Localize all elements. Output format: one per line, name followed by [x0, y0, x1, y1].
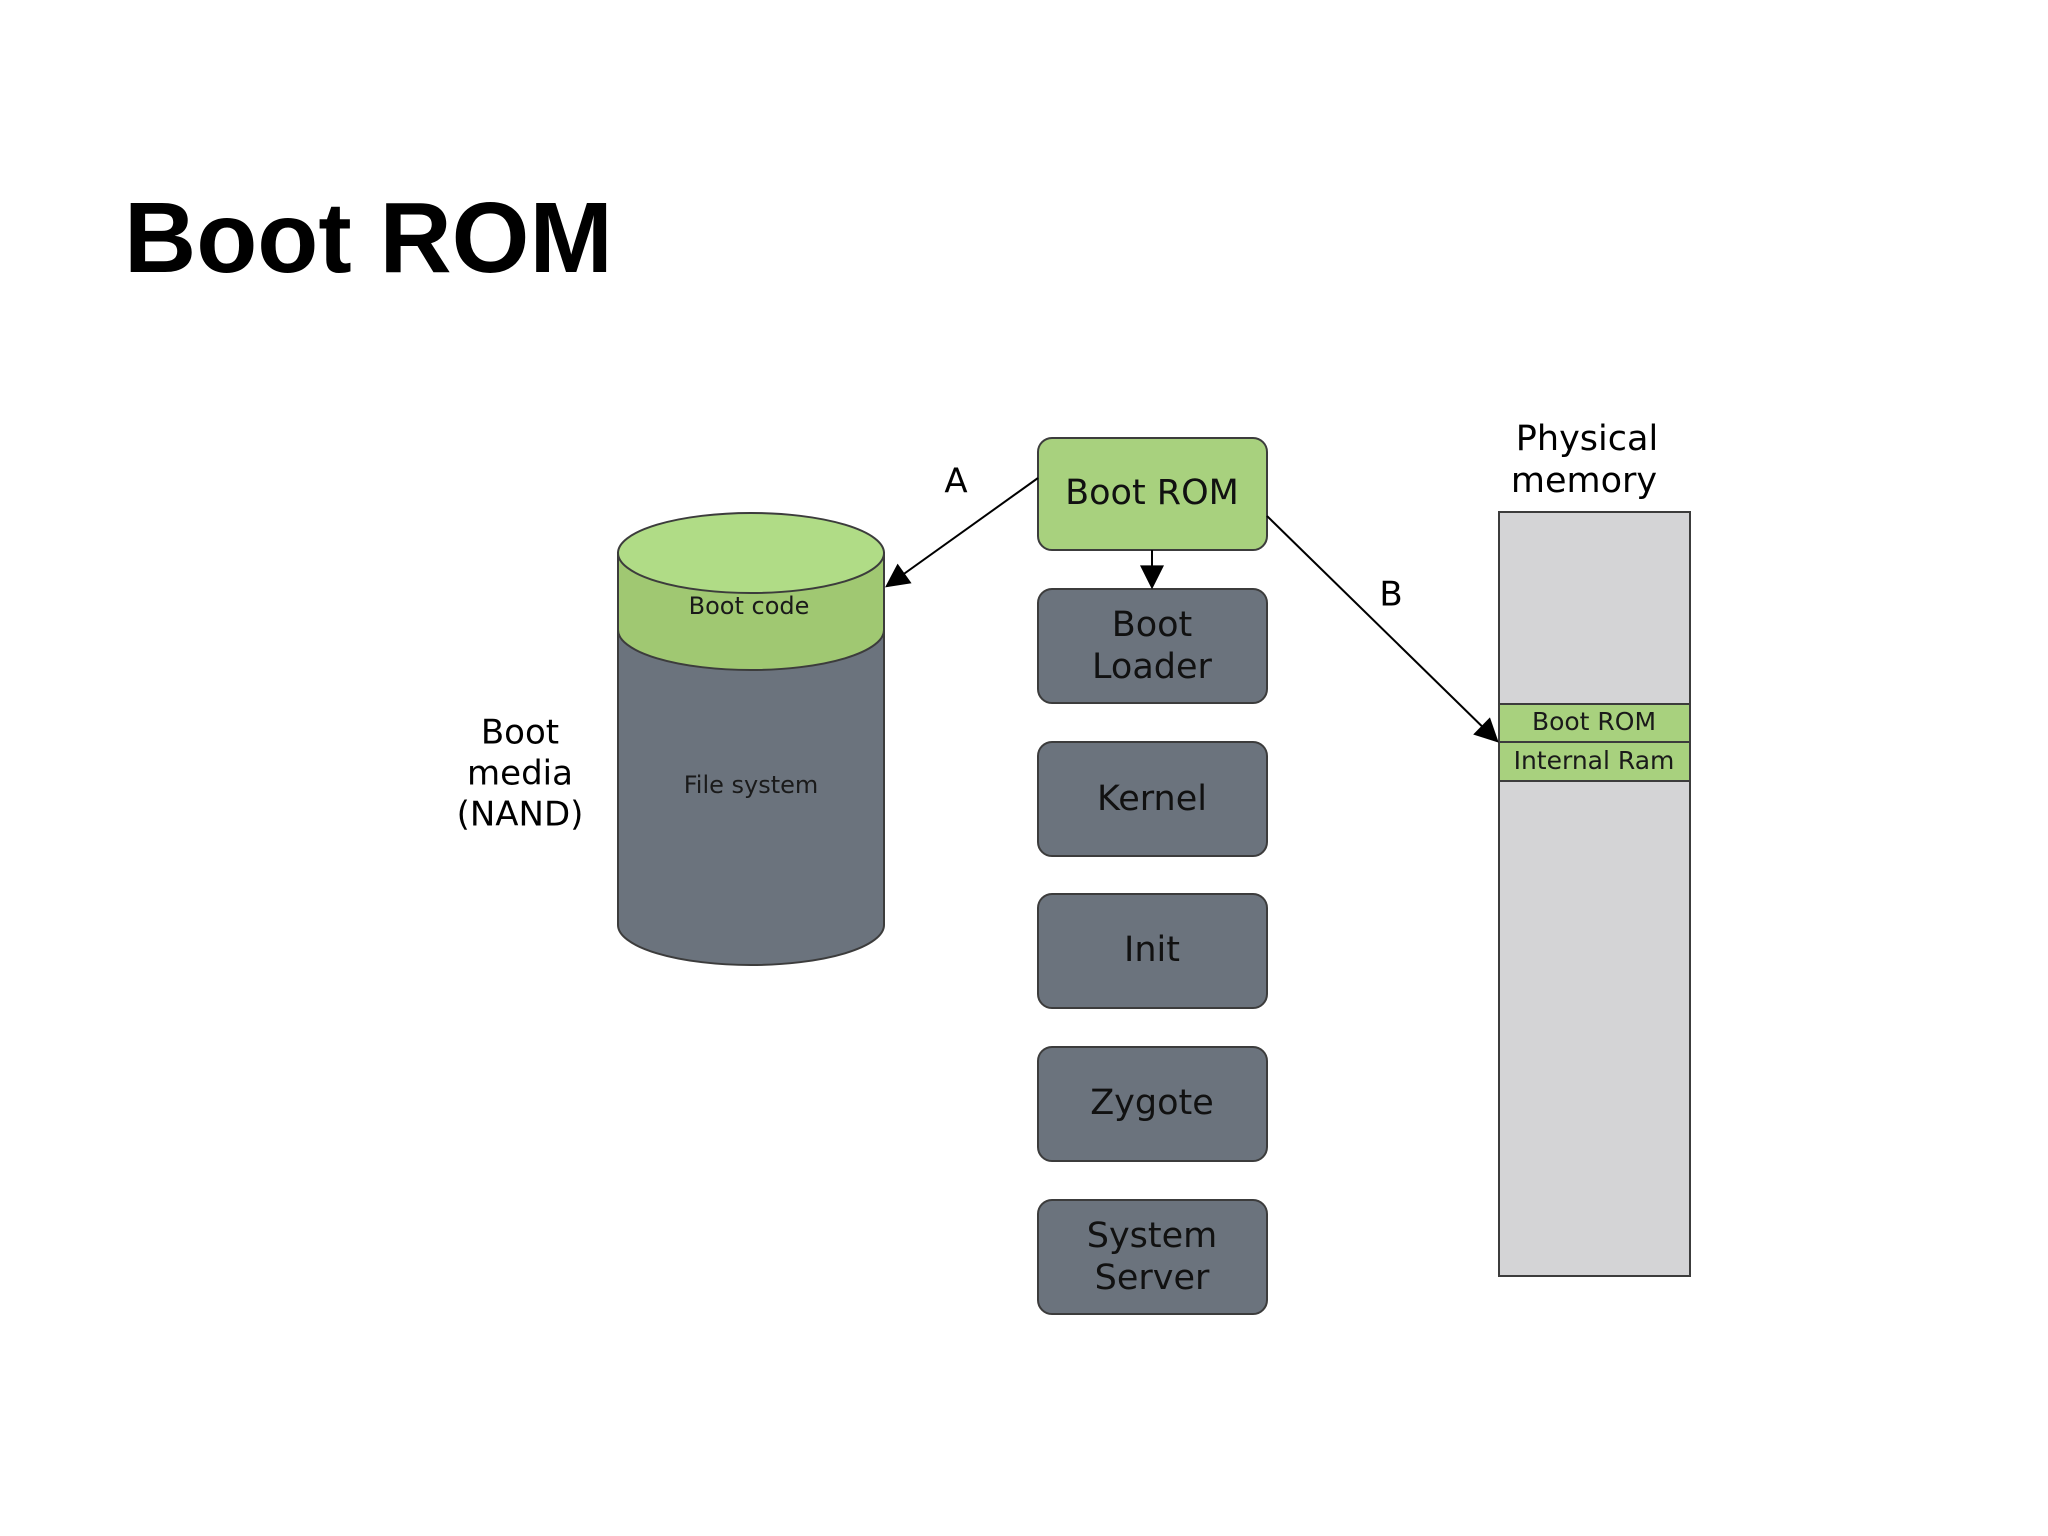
stage-boot-rom-label: Boot ROM [1065, 473, 1239, 513]
physical-memory-label-line-1: Physical [1516, 419, 1658, 459]
memory-region-internal-ram [1498, 741, 1691, 782]
arrow-b-label: B [1379, 575, 1402, 615]
boot-media-label-line-1: Boot [481, 713, 559, 753]
boot-code-label: Boot code [689, 592, 810, 620]
boot-sequence: Boot ROM Boot Loader Kernel Init Zygote … [1037, 437, 1268, 1315]
stage-boot-loader-label-line-2: Loader [1092, 647, 1212, 687]
cylinder-top [617, 512, 885, 594]
physical-memory: Boot ROM Internal Ram [1498, 511, 1691, 1277]
physical-memory-column [1498, 511, 1691, 1277]
memory-region-boot-rom-label: Boot ROM [1532, 707, 1656, 736]
stage-kernel-box [1037, 741, 1268, 857]
stage-init-box [1037, 893, 1268, 1009]
arrows: A B [885, 462, 1499, 743]
stage-init: Init [1037, 893, 1268, 1009]
boot-media-cylinder: Boot code File system [617, 512, 885, 966]
file-system-region [617, 629, 885, 966]
arrow-a [885, 477, 1039, 588]
stage-system-server-label-line-2: Server [1095, 1258, 1210, 1298]
stage-init-label: Init [1124, 930, 1180, 970]
stage-system-server-label-line-1: System [1087, 1216, 1218, 1256]
physical-memory-label-line-2: memory [1511, 461, 1657, 501]
stage-system-server-box [1037, 1199, 1268, 1315]
physical-memory-label: Physical memory [1511, 419, 1658, 501]
stage-boot-loader: Boot Loader [1037, 588, 1268, 704]
stage-kernel: Kernel [1037, 741, 1268, 857]
stage-kernel-label: Kernel [1097, 779, 1207, 819]
boot-media-label-line-3: (NAND) [457, 795, 584, 835]
file-system-label: File system [684, 771, 819, 799]
boot-media-label-line-2: media [467, 754, 573, 794]
stage-system-server: System Server [1037, 1199, 1268, 1315]
memory-region-boot-rom [1498, 703, 1691, 743]
memory-region-internal-ram-label: Internal Ram [1514, 746, 1675, 775]
stage-zygote-box [1037, 1046, 1268, 1162]
stage-zygote-label: Zygote [1090, 1083, 1214, 1123]
arrow-a-label: A [944, 462, 967, 502]
slide-title: Boot ROM [124, 182, 613, 294]
boot-media-label: Boot media (NAND) [457, 713, 584, 835]
stage-zygote: Zygote [1037, 1046, 1268, 1162]
arrow-b [1266, 515, 1499, 743]
stage-boot-loader-label-line-1: Boot [1112, 605, 1193, 645]
stage-boot-rom: Boot ROM [1037, 437, 1268, 551]
